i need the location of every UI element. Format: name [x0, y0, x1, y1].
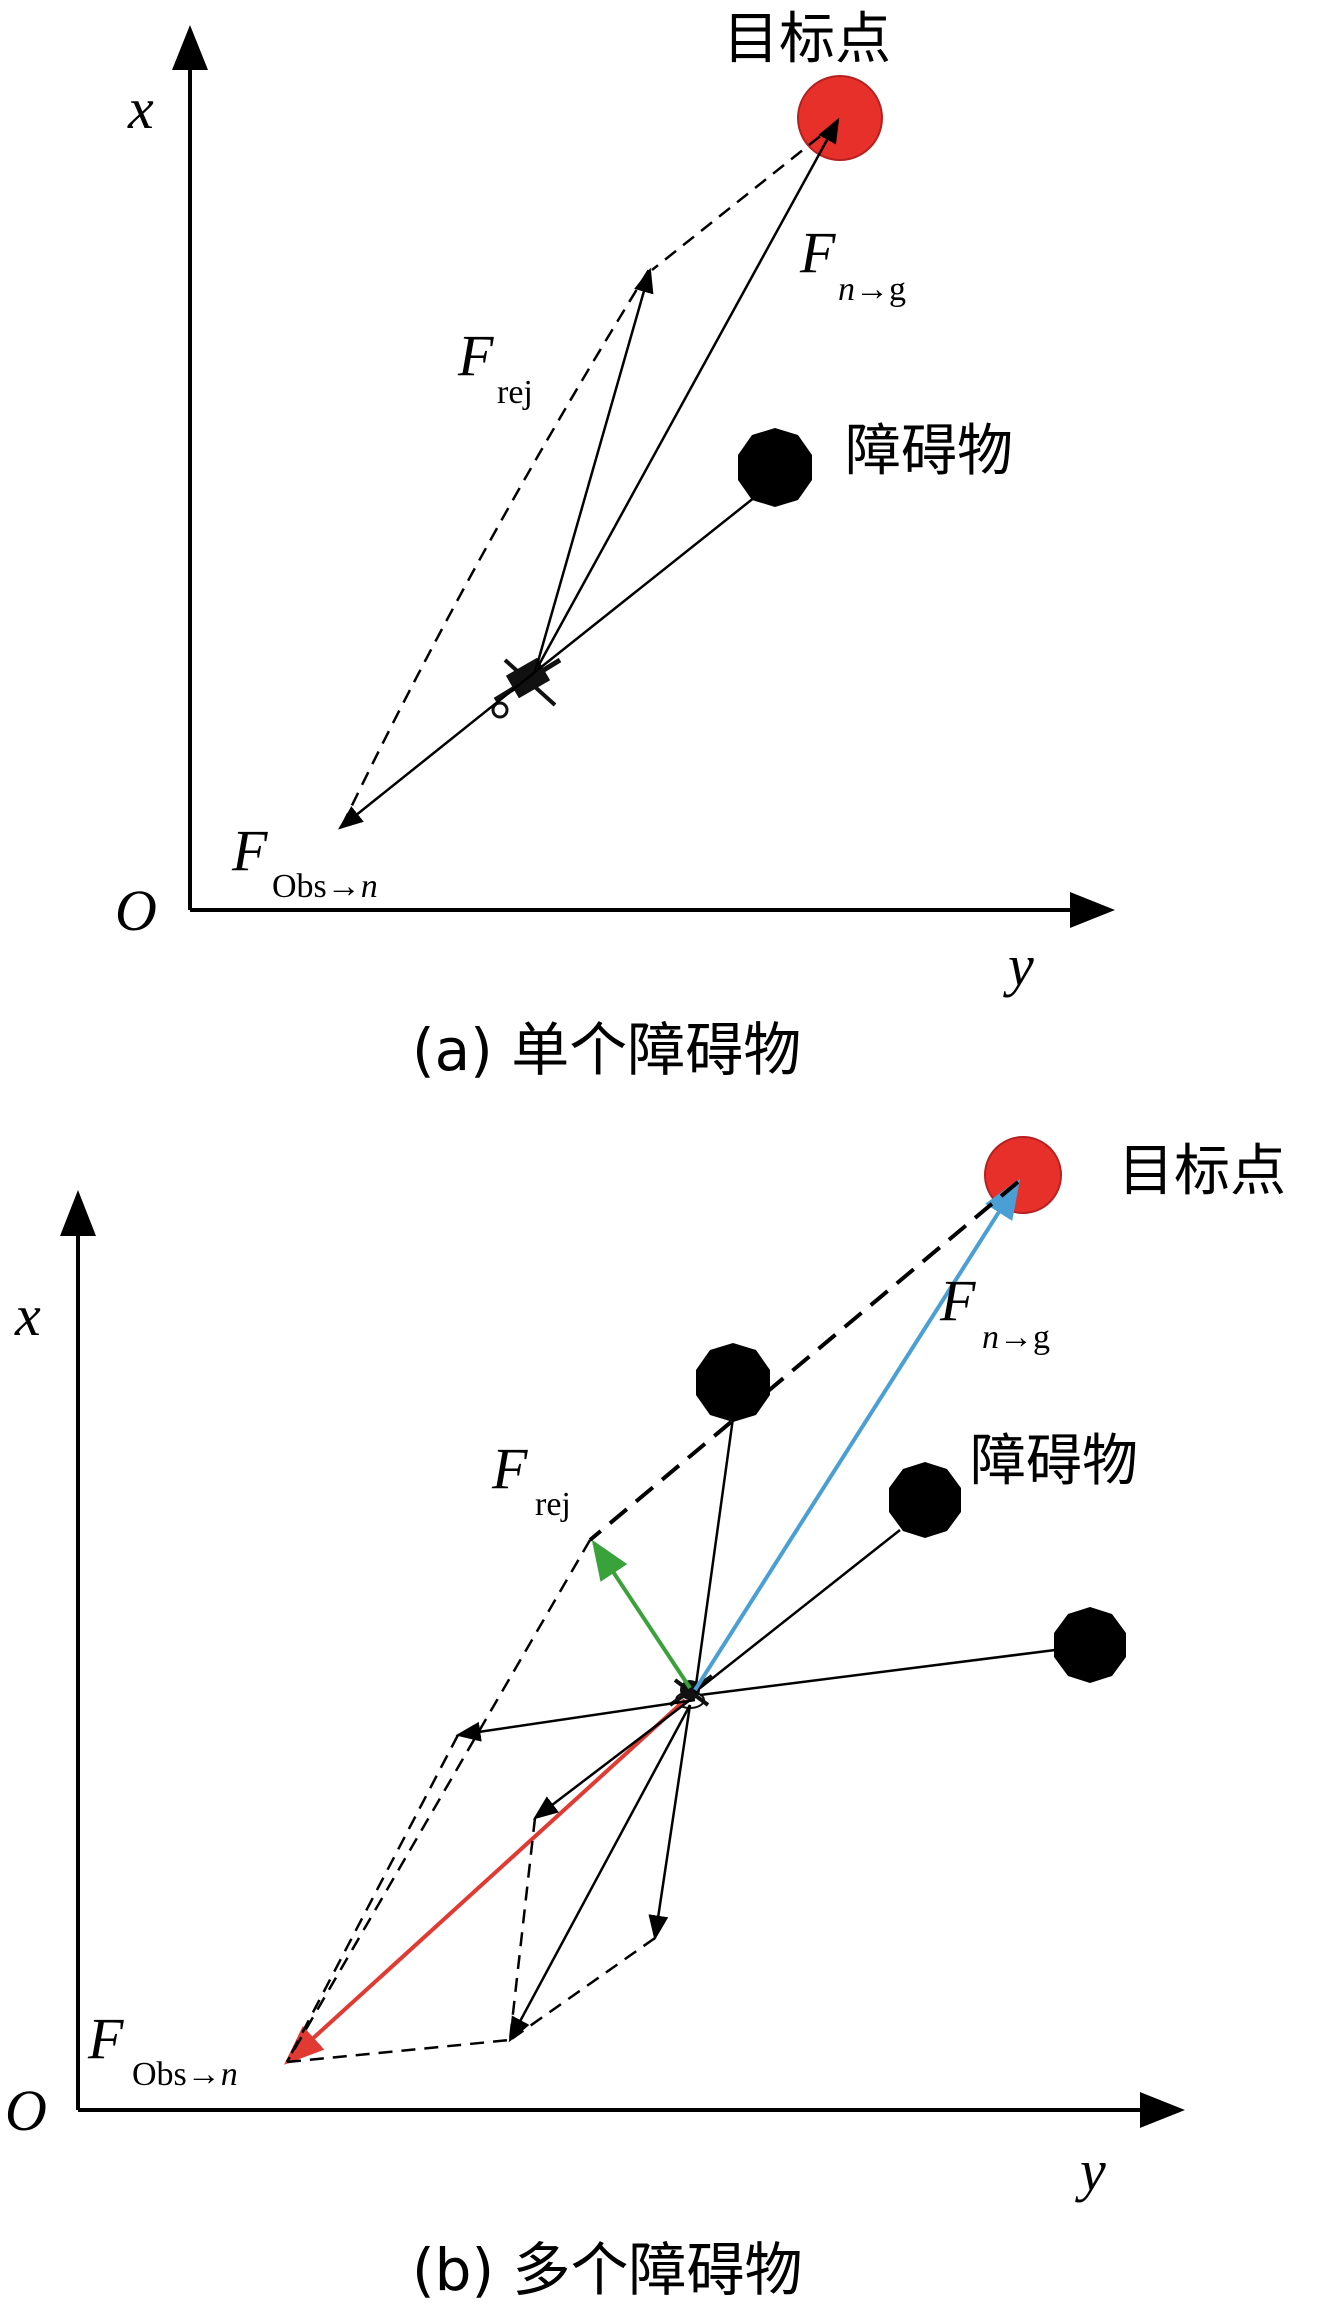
goal-label: 目标点 — [723, 7, 891, 72]
panel-a: x y O 目标点 障碍物 F n→g F rej — [115, 7, 1115, 1084]
obstacle-marker-1 — [696, 1343, 770, 1422]
svg-text:F: F — [491, 1436, 528, 1501]
repulsion-force-arrow — [338, 671, 536, 830]
x-axis-label: x — [14, 1283, 41, 1348]
svg-text:rej: rej — [535, 1486, 571, 1523]
y-axis-arrowhead — [1070, 892, 1115, 928]
obstacle-link-line — [534, 496, 756, 673]
svg-text:rej: rej — [497, 374, 533, 411]
panel-a-caption: (a) 单个障碍物 — [412, 1016, 801, 1084]
dashed-line-5 — [509, 1936, 656, 2042]
obstacle-marker-3 — [1054, 1607, 1126, 1683]
dashed-line-4 — [508, 1817, 537, 2041]
force-rej-label: F rej — [457, 323, 533, 411]
obstacle-link-line-2 — [694, 1529, 901, 1693]
dashed-line-3 — [286, 2038, 511, 2064]
svg-text:n→g: n→g — [838, 271, 906, 308]
panel-b-caption: (b) 多个障碍物 — [412, 2236, 803, 2304]
obstacle-label: 障碍物 — [970, 1429, 1138, 1494]
resultant-force-arrow — [533, 267, 654, 673]
y-axis-arrowhead — [1140, 2092, 1185, 2128]
svg-text:n→g: n→g — [982, 1319, 1050, 1356]
force-obs-label: F Obs→n — [87, 2006, 238, 2093]
resultant-force-arrow — [591, 1539, 692, 1690]
obstacle-marker-2 — [889, 1462, 961, 1538]
svg-text:F: F — [231, 818, 268, 883]
origin-label: O — [5, 2078, 47, 2143]
goal-point — [984, 1136, 1062, 1214]
force-goal-label: F n→g — [799, 220, 906, 308]
svg-text:F: F — [799, 220, 836, 285]
attraction-force-arrow — [533, 117, 840, 673]
svg-text:F: F — [87, 2006, 124, 2071]
force-obs-label: F Obs→n — [231, 818, 378, 905]
obstacle-link-line-1 — [693, 1417, 735, 1693]
robot-icon — [491, 657, 562, 719]
y-axis-label: y — [1075, 2138, 1106, 2203]
force-rej-label: F rej — [491, 1436, 571, 1523]
y-axis-label: y — [1003, 933, 1034, 998]
goal-dashed-line — [588, 1180, 1020, 1542]
force-goal-label: F n→g — [939, 1268, 1050, 1356]
attraction-force-arrow — [693, 1178, 1021, 1692]
obstacle-link-line-3 — [699, 1648, 1056, 1697]
component-arrow-3 — [508, 1704, 692, 2043]
component-arrow-4 — [648, 1704, 692, 1941]
origin-label: O — [115, 878, 157, 943]
component-arrow-2 — [533, 1699, 691, 1820]
panel-b: x y O 目标点 障碍物 — [5, 1136, 1286, 2304]
rej-dashed-curve — [340, 267, 652, 827]
repulsion-force-arrow — [284, 1698, 687, 2065]
svg-text:F: F — [939, 1268, 976, 1333]
svg-text:F: F — [457, 323, 494, 388]
obstacle-label: 障碍物 — [845, 419, 1013, 484]
goal-label: 目标点 — [1118, 1139, 1286, 1204]
dashed-line-2 — [285, 1734, 460, 2063]
goal-point — [797, 75, 883, 161]
x-axis-arrowhead — [60, 1190, 96, 1236]
obstacle-marker — [738, 428, 812, 507]
svg-text:Obs→n: Obs→n — [272, 868, 378, 905]
x-axis-arrowhead — [172, 25, 208, 70]
svg-text:Obs→n: Obs→n — [132, 2056, 238, 2093]
goal-dashed-line — [651, 121, 839, 271]
dashed-line-1 — [285, 1539, 592, 2063]
component-arrow-1 — [455, 1698, 696, 1742]
x-axis-label: x — [127, 76, 154, 141]
